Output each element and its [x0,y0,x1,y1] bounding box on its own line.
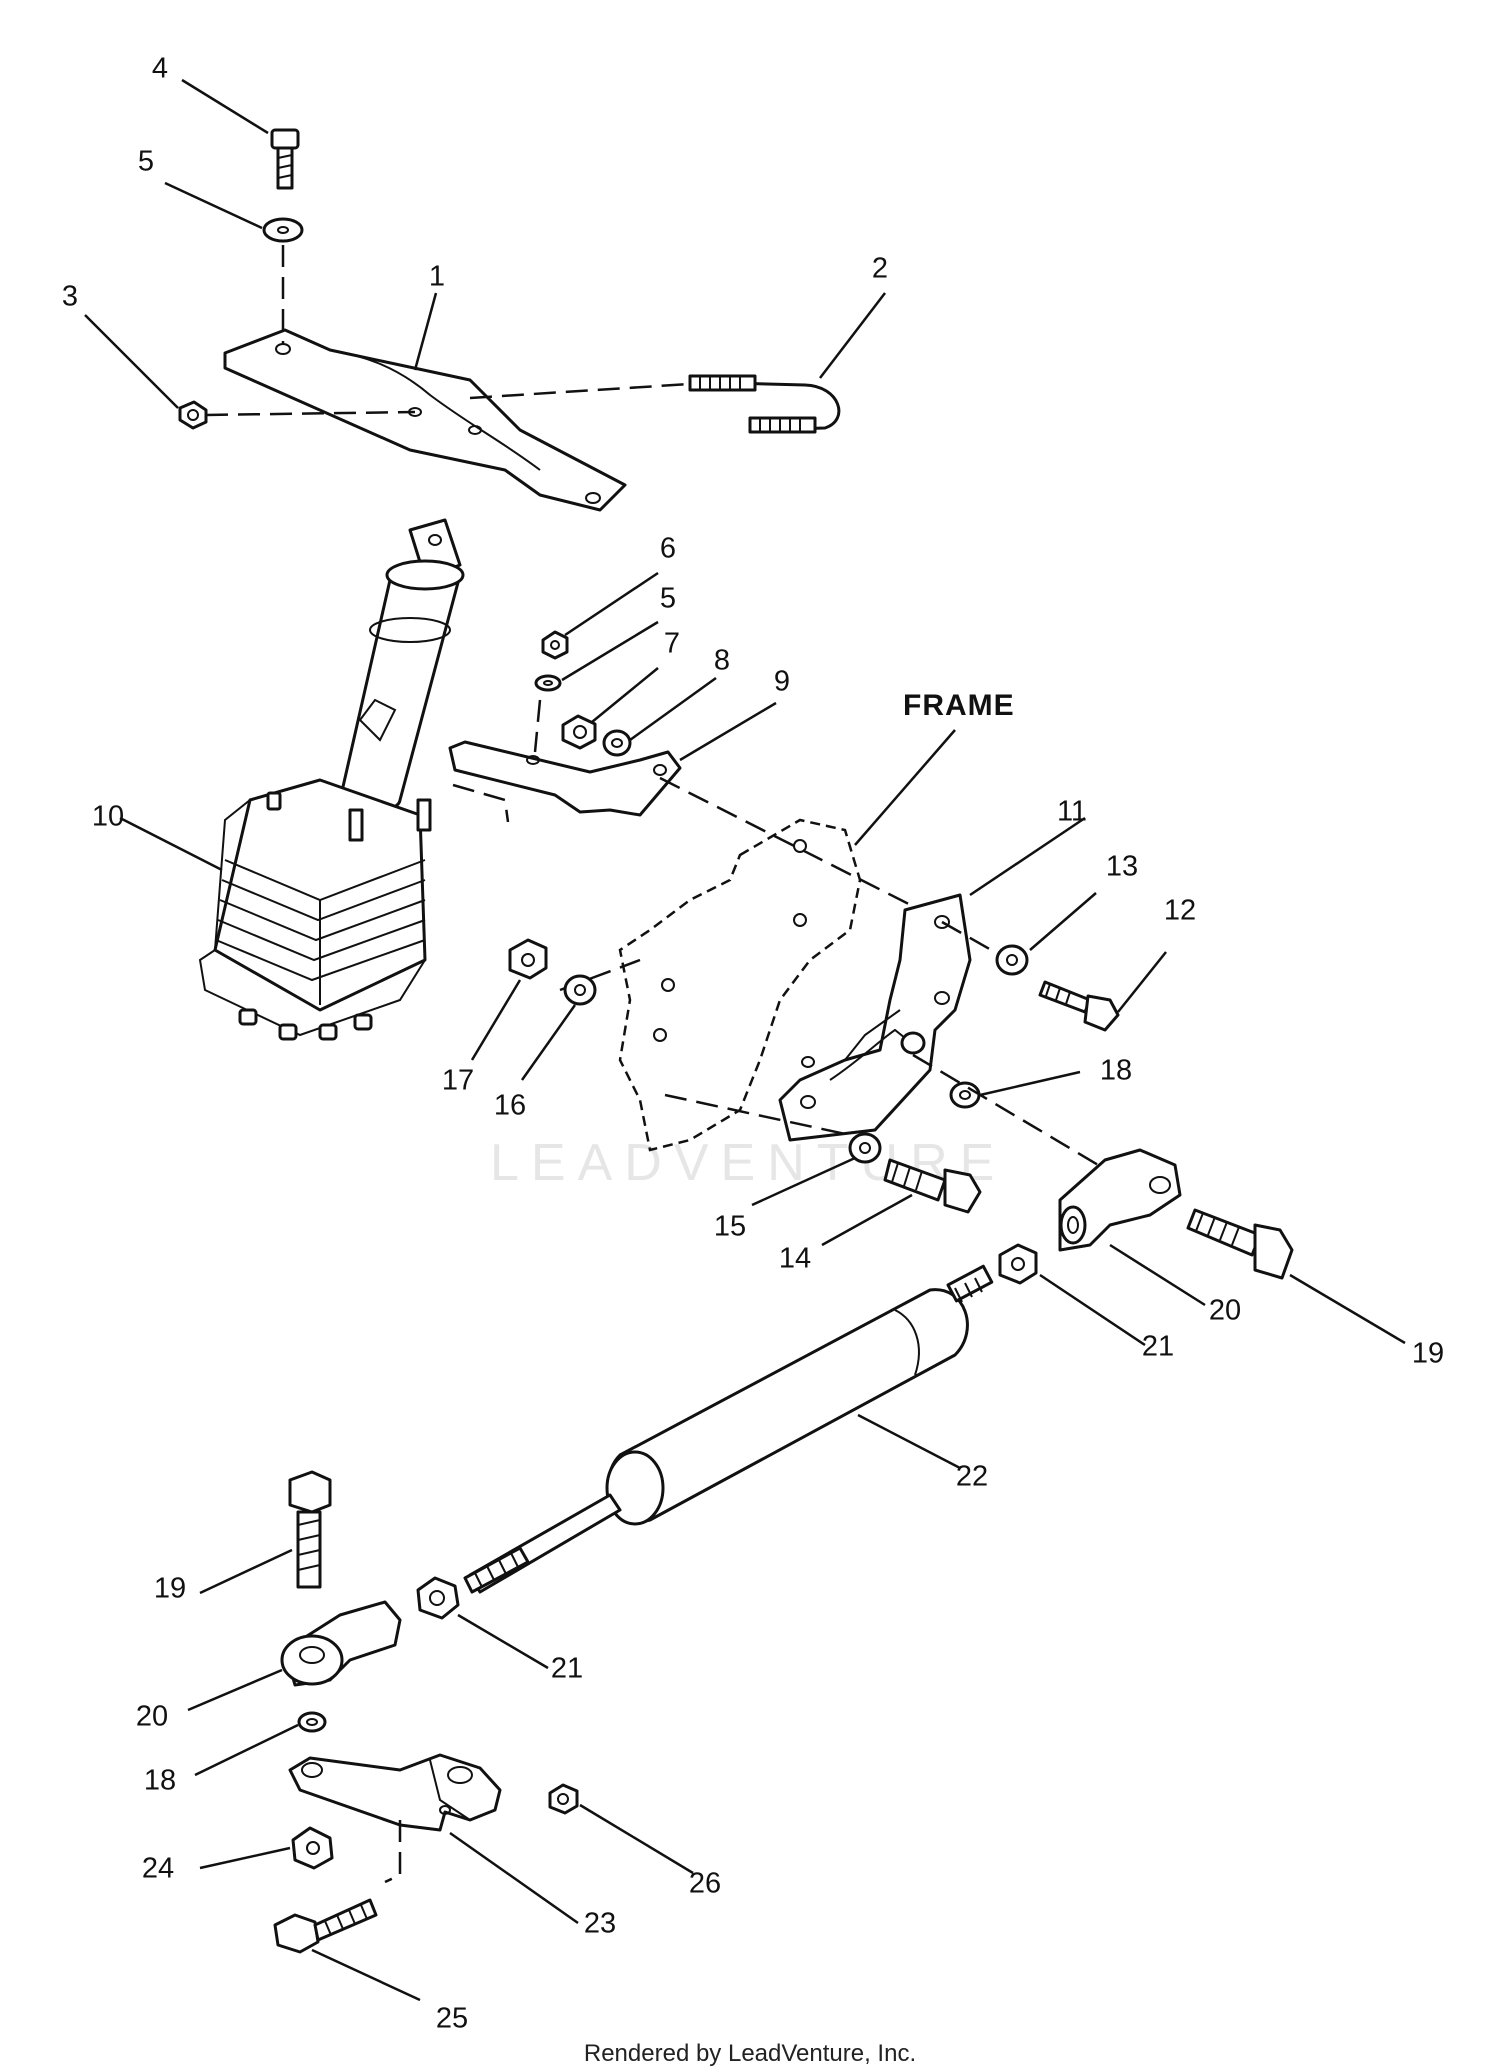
callout-3: 3 [62,281,78,313]
footer-credit: Rendered by LeadVenture, Inc. [583,2040,917,2067]
callout-7: 7 [664,628,680,660]
callout-1: 1 [429,261,445,293]
lock-washer-18b [297,1711,327,1733]
washer-15 [848,1132,882,1164]
frame-holes [653,839,807,1042]
bracket-dash-line [452,783,510,823]
bracket-9 [448,740,682,817]
frame-label: FRAME [903,689,1015,722]
bolt-19a [1186,1208,1294,1280]
callout-8: 8 [714,645,730,677]
callout-20: 20 [1209,1295,1241,1327]
callout-19b: 19 [154,1573,186,1605]
bolt-12 [1038,980,1120,1032]
callout-17: 17 [442,1065,474,1097]
callout-5: 5 [138,146,154,178]
frame-lower-dash-line [912,1053,1116,1177]
callout-labels: 4 5 1 2 3 6 5 7 8 9 10 FRAME 11 13 12 17… [62,53,1444,2035]
bolt-25 [273,1898,378,1954]
callout-12: 12 [1164,895,1196,927]
nut-17 [508,938,548,980]
callout-19: 19 [1412,1338,1444,1370]
bolt-12-axis-line [941,920,1001,957]
nut-26 [548,1783,579,1815]
callout-10: 10 [92,801,124,833]
rod-end-20b [280,1600,402,1687]
callout-5b: 5 [660,583,676,615]
callout-23: 23 [584,1908,616,1940]
arm-dash-line [384,1820,402,1884]
bracket-11 [778,893,972,1142]
mounting-plate [223,328,627,512]
callout-6: 6 [660,533,676,565]
callout-25: 25 [436,2003,468,2035]
control-valve [198,518,465,1041]
nut-7 [561,714,597,750]
callout-14: 14 [779,1243,811,1275]
washer-8 [602,729,632,757]
top-bolt [270,128,300,190]
u-bolt [688,374,841,434]
callout-16: 16 [494,1090,526,1122]
callout-26: 26 [689,1868,721,1900]
callout-18: 18 [1100,1055,1132,1087]
nut-21a [998,1243,1038,1285]
leader-lines [84,78,1406,2002]
callout-9: 9 [774,666,790,698]
callout-11: 11 [1057,796,1087,828]
stack-axis-line [533,699,542,753]
bolt-19b [288,1470,332,1589]
callout-4: 4 [152,53,168,85]
washer-13 [995,944,1029,976]
nut-3 [178,400,208,430]
u-bolt-dash-line [469,382,691,400]
callout-15: 15 [714,1211,746,1243]
nut-21b [416,1576,460,1620]
bracket-axis-line [659,776,961,932]
hydraulic-cylinder [463,1264,994,1594]
rod-end-20a [1058,1148,1182,1252]
nut-24 [291,1826,334,1870]
callout-13: 13 [1106,851,1138,883]
callout-21b: 21 [551,1653,583,1685]
nut-6 [541,630,569,660]
bolt-14 [883,1158,982,1214]
top-washer [262,217,304,243]
callout-20b: 20 [136,1701,168,1733]
callout-2: 2 [872,253,888,285]
nut-3-axis-line [205,410,416,417]
lock-washer-18a [949,1081,981,1109]
callout-21: 21 [1142,1331,1174,1363]
callout-22: 22 [956,1461,988,1493]
callout-24: 24 [142,1853,174,1885]
washer-16 [563,974,597,1006]
arm-23 [288,1753,502,1832]
callout-18b: 18 [144,1765,176,1797]
washer-5b [534,674,562,692]
